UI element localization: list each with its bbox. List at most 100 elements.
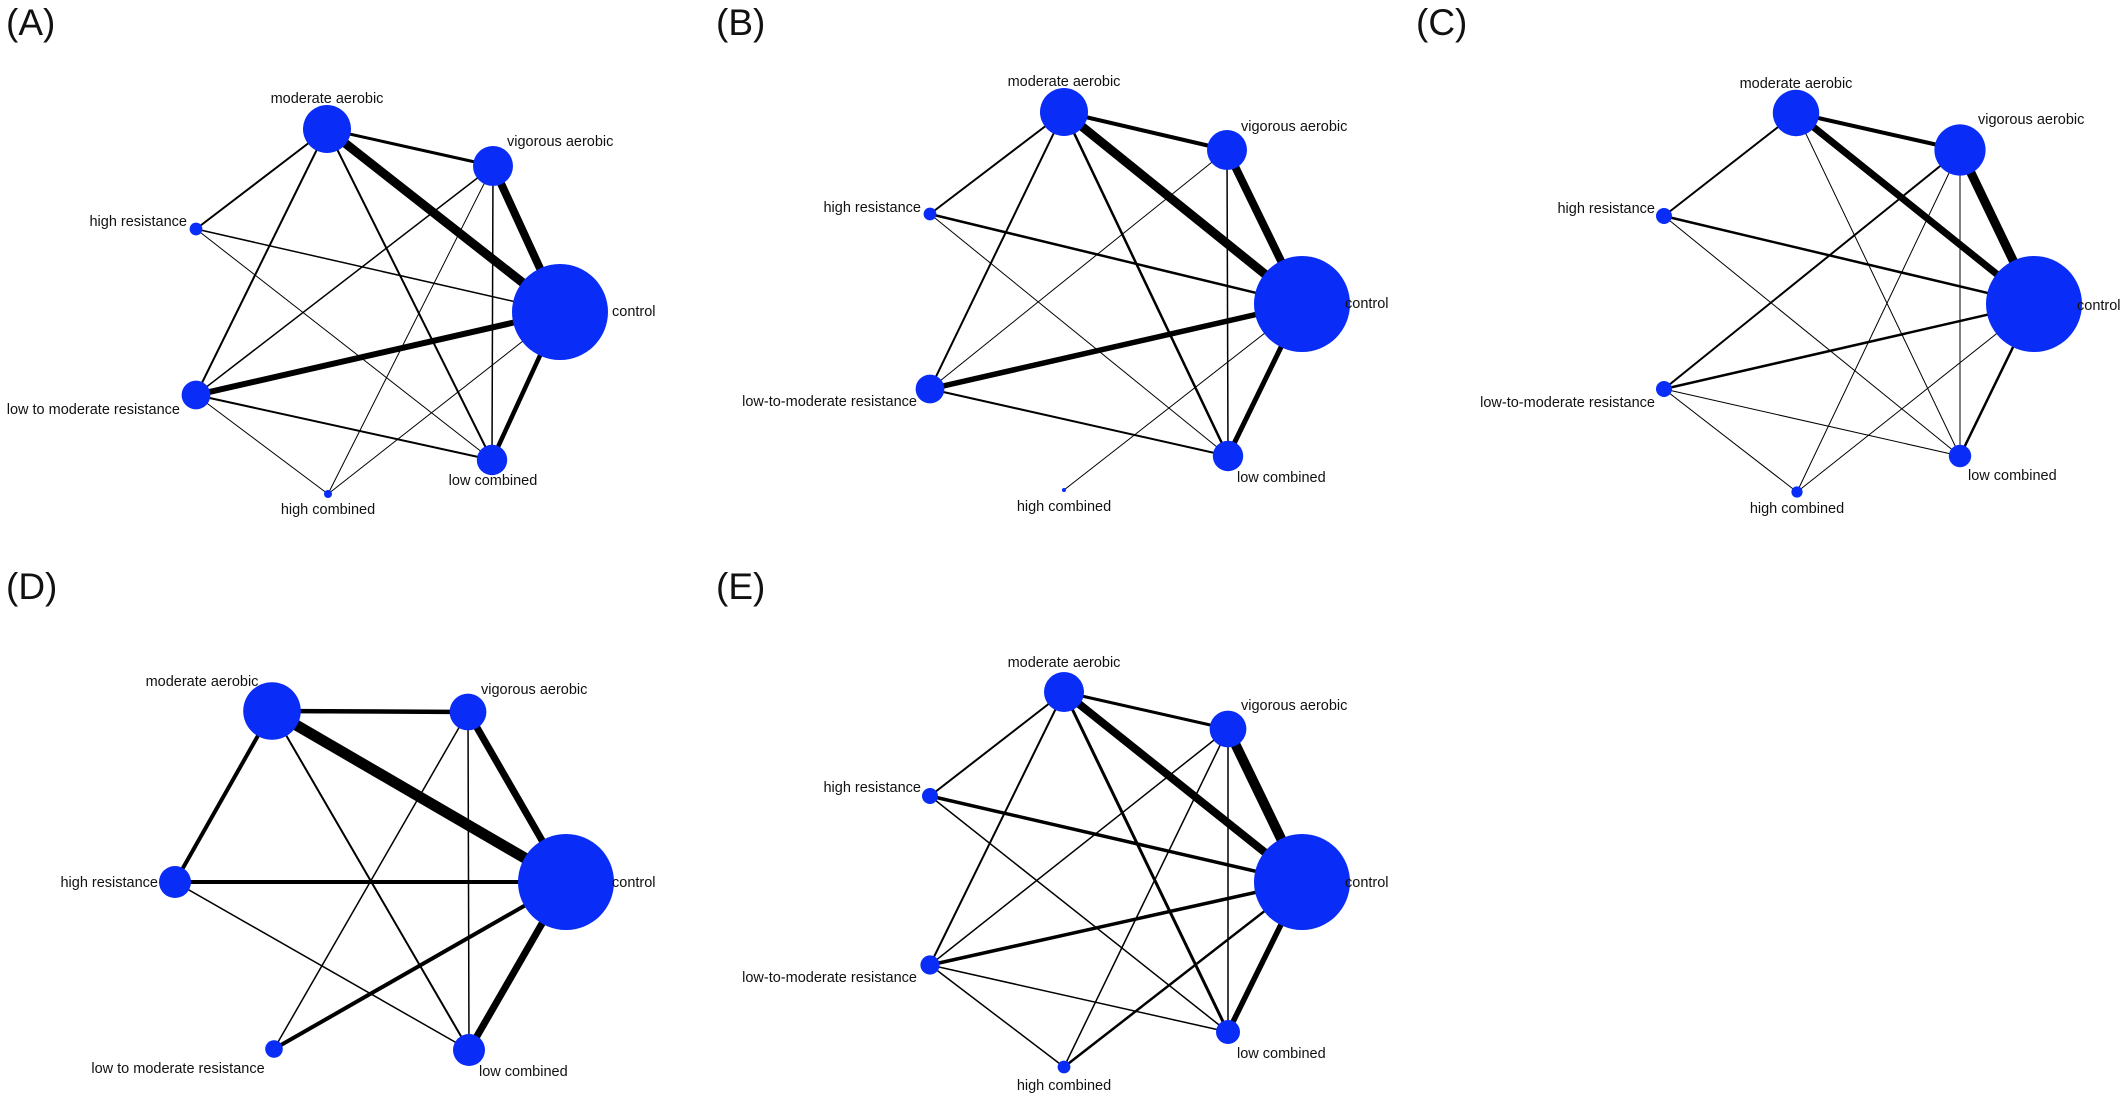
panel-label-a: (A) [6, 2, 56, 43]
edge-lr-ctl [273, 880, 567, 1051]
edge-ma-hr [1663, 112, 1797, 217]
edge-ma-lr [195, 128, 328, 396]
node-hc [1791, 486, 1803, 498]
node-label-hc: high combined [281, 502, 375, 518]
edge-ctl-hc [1796, 303, 2035, 493]
node-lc [1948, 444, 1972, 468]
node-va [449, 693, 487, 731]
edge-lr-hc [1663, 388, 1798, 493]
node-label-lc: low combined [1968, 468, 2057, 484]
node-lr [181, 380, 211, 410]
edge-lr-hc [929, 964, 1065, 1068]
node-label-va: vigorous aerobic [481, 682, 587, 698]
node-label-hr: high resistance [89, 214, 187, 230]
node-label-hc: high combined [1750, 501, 1844, 517]
panel-label-e: (E) [716, 566, 766, 607]
node-hc [1057, 1060, 1071, 1074]
edge-ma-lc [1795, 112, 1961, 457]
node-label-lc: low combined [1237, 1046, 1326, 1062]
edge-hr-lc [1663, 215, 1961, 457]
node-label-hr: high resistance [1557, 201, 1655, 217]
node-label-lr: low-to-moderate resistance [1480, 395, 1655, 411]
node-label-hr: high resistance [60, 875, 158, 891]
edge-hr-ctl [929, 212, 1303, 306]
node-label-va: vigorous aerobic [1241, 119, 1347, 135]
node-va [1209, 710, 1247, 748]
node-label-va: vigorous aerobic [507, 134, 613, 150]
node-label-ma: moderate aerobic [1008, 74, 1121, 90]
node-ctl [512, 264, 608, 360]
node-hc [324, 490, 332, 498]
edge-lr-ctl [929, 880, 1303, 967]
edge-ma-lc [1062, 691, 1230, 1033]
node-label-lc: low combined [479, 1064, 568, 1080]
edge-ma-hr [195, 128, 328, 230]
node-label-lr: low to moderate resistance [7, 402, 180, 418]
node-ma [1044, 672, 1084, 712]
edge-ma-va [271, 708, 469, 715]
node-label-ctl: control [612, 304, 656, 320]
node-va [1207, 130, 1247, 170]
node-label-ma: moderate aerobic [1008, 655, 1121, 671]
node-hr [189, 222, 203, 236]
node-lc [453, 1034, 485, 1066]
edge-lr-ctl [929, 301, 1303, 392]
edge-ctl-hc [1063, 303, 1303, 491]
edge-va-lr [929, 728, 1229, 966]
node-label-lc: low combined [449, 473, 538, 489]
edge-hr-lc [195, 228, 493, 461]
edge-hr-lc [929, 795, 1229, 1033]
node-label-va: vigorous aerobic [1978, 112, 2084, 128]
edge-lr-lc [929, 388, 1229, 457]
node-ctl [518, 834, 614, 930]
node-ctl [1254, 256, 1350, 352]
node-hr [159, 866, 191, 898]
node-lr [1656, 381, 1672, 397]
edge-lr-ctl [1663, 302, 2035, 391]
node-label-ma: moderate aerobic [1740, 76, 1853, 92]
edge-ma-ctl [1793, 110, 2037, 307]
edge-va-hc [1063, 728, 1229, 1068]
edge-ma-hr [173, 710, 274, 883]
node-va [473, 146, 513, 186]
edge-hr-ctl [929, 794, 1303, 884]
panel-label-d: (D) [6, 566, 58, 607]
node-label-ctl: control [612, 875, 656, 891]
edge-hr-ctl [195, 228, 561, 313]
edge-va-lr [929, 149, 1228, 390]
edge-va-lc [1226, 149, 1229, 457]
node-label-lr: low-to-moderate resistance [742, 394, 917, 410]
edge-ma-lc [326, 128, 493, 461]
node-va [1934, 124, 1986, 176]
edge-ma-va [1795, 111, 1961, 152]
edge-va-lr [195, 165, 494, 396]
node-label-hc: high combined [1017, 499, 1111, 515]
node-hc [1062, 488, 1066, 492]
edge-hr-lc [174, 881, 470, 1051]
edge-ma-va [1063, 110, 1228, 152]
node-label-ctl: control [2077, 298, 2121, 314]
node-lr [265, 1040, 283, 1058]
node-label-lr: low-to-moderate resistance [742, 970, 917, 986]
node-hr [923, 207, 937, 221]
node-hr [922, 788, 938, 804]
edge-ma-ctl [324, 125, 563, 316]
edge-va-hc [1796, 149, 1961, 493]
edge-ma-lc [1062, 111, 1230, 457]
node-lr [920, 955, 940, 975]
edge-ma-va [326, 127, 494, 168]
edge-lr-lc [1663, 388, 1961, 457]
edge-lr-hc [195, 394, 329, 495]
edge-ma-hr [929, 111, 1065, 215]
edge-va-hc [327, 165, 494, 495]
node-label-hr: high resistance [823, 200, 921, 216]
node-ctl [1254, 834, 1350, 930]
edge-ma-ctl [1061, 688, 1305, 886]
edge-ma-va [1063, 690, 1229, 731]
node-ctl [1986, 256, 2082, 352]
